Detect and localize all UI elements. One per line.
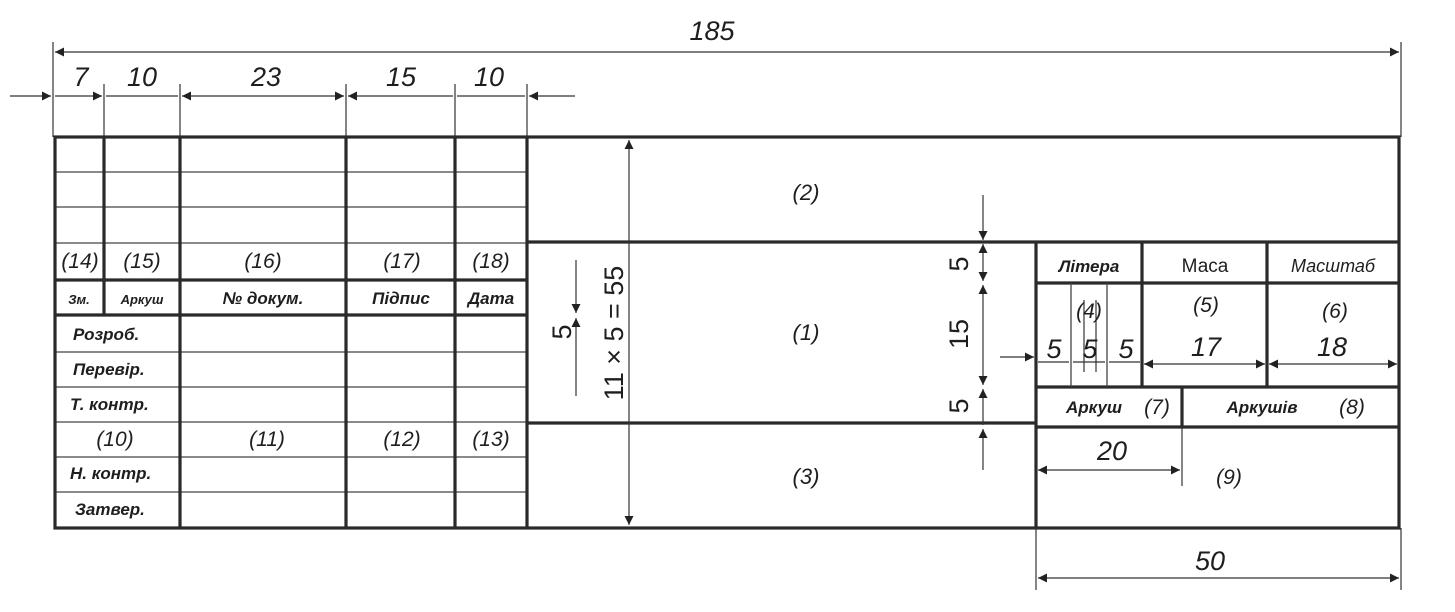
mass-header: Маса xyxy=(1182,256,1229,277)
row-label-checked: Перевір. xyxy=(73,360,145,379)
row-label-developed: Розроб. xyxy=(73,325,139,344)
col-width-label: 23 xyxy=(250,62,281,92)
field-7: (7) xyxy=(1144,396,1170,419)
doc-no-header: № докум. xyxy=(223,289,304,308)
field-6: (6) xyxy=(1322,300,1348,323)
col-width-label: 7 xyxy=(73,62,89,92)
col-width-label: 10 xyxy=(474,62,504,92)
field-18: (18) xyxy=(472,250,509,273)
outer-frame xyxy=(53,135,1401,530)
field-13: (13) xyxy=(472,428,509,451)
field-17: (17) xyxy=(383,250,420,273)
mass-width: 17 xyxy=(1191,332,1222,362)
field-10: (10) xyxy=(96,428,133,451)
height-label: 11 × 5 = 55 xyxy=(599,266,629,401)
change-header: Зм. xyxy=(68,292,90,307)
col-width-label: 10 xyxy=(127,62,157,92)
date-header: Дата xyxy=(466,289,514,308)
scale-header: Масштаб xyxy=(1291,256,1376,276)
row-height-label: 5 xyxy=(547,324,577,339)
field-14: (14) xyxy=(61,250,98,273)
scale-width: 18 xyxy=(1317,332,1347,362)
right-horizontal-dimensions: 5 5 5 17 18 20 50 xyxy=(1035,300,1402,590)
row-label-approved: Затвер. xyxy=(75,500,145,519)
field-16: (16) xyxy=(244,250,281,273)
litera-header-height: 5 xyxy=(944,256,974,271)
height-dimension: 11 × 5 = 55 5 xyxy=(547,140,634,525)
row-label-tech-control: Т. контр. xyxy=(70,395,149,414)
column-dimensions: 7 10 23 15 10 xyxy=(10,62,575,137)
litera-header: Літера xyxy=(1057,257,1120,276)
right-vertical-dimensions: 5 15 5 xyxy=(944,195,1034,470)
field-12: (12) xyxy=(383,428,420,451)
sheet-header: Аркуш xyxy=(120,292,164,307)
sheets-total-header: Аркушів xyxy=(1225,398,1297,417)
field-9: (9) xyxy=(1216,466,1242,489)
overall-dimension: 185 xyxy=(52,16,1402,137)
litera-subcell-width: 5 xyxy=(1082,334,1098,364)
signature-header: Підпис xyxy=(372,289,430,308)
sheet-no-header: Аркуш xyxy=(1065,398,1122,417)
field-4: (4) xyxy=(1076,300,1102,323)
field-2: (2) xyxy=(793,180,820,205)
litera-subcell-width: 5 xyxy=(1046,334,1062,364)
col-width-label: 15 xyxy=(386,62,417,92)
field-15: (15) xyxy=(123,250,160,273)
field-8: (8) xyxy=(1339,396,1365,419)
field-1: (1) xyxy=(793,320,820,345)
row-label-norm-control: Н. контр. xyxy=(70,464,151,483)
litera-subcell-width: 5 xyxy=(1118,334,1134,364)
right-block xyxy=(1036,242,1399,429)
sheet-row-height: 5 xyxy=(944,398,974,413)
overall-width-label: 185 xyxy=(689,16,735,46)
right-block-width: 50 xyxy=(1195,546,1225,576)
sheet-width: 20 xyxy=(1096,436,1127,466)
field-3: (3) xyxy=(793,464,820,489)
left-table xyxy=(55,137,527,528)
field-5: (5) xyxy=(1193,294,1219,317)
field-11: (11) xyxy=(249,428,285,451)
litera-cells-height: 15 xyxy=(944,319,974,349)
